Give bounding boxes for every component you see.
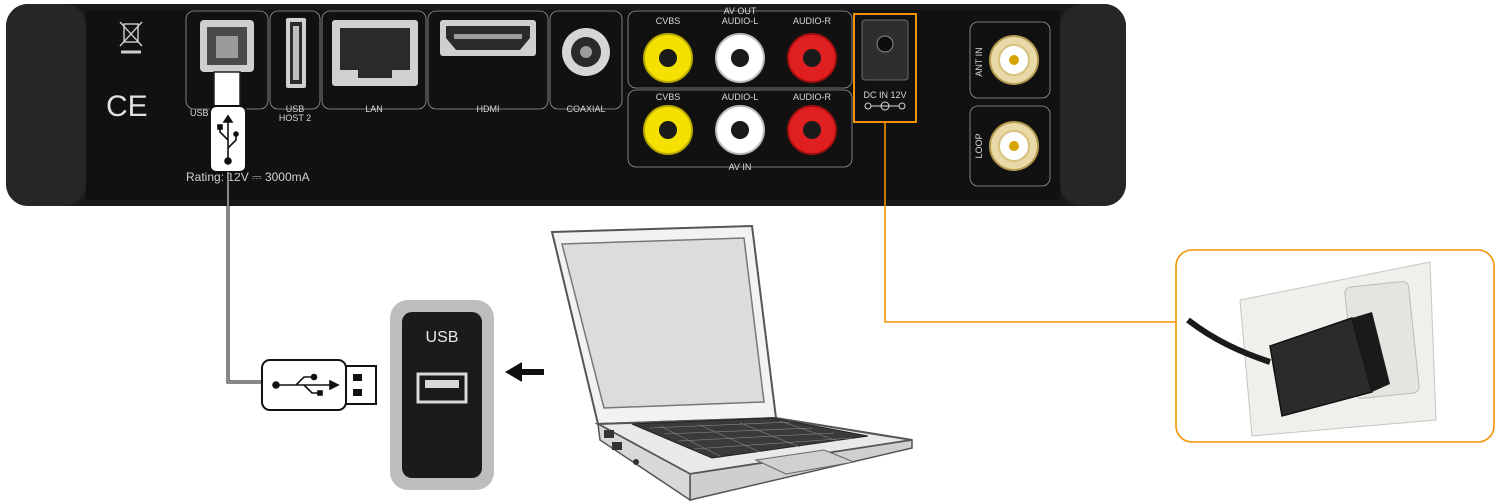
- hdmi-label: HDMI: [477, 104, 500, 114]
- av-out-jack-label-1: CVBS: [656, 16, 681, 26]
- weee-bin-icon: [119, 21, 143, 54]
- coaxial-label: COAXIAL: [566, 104, 605, 114]
- laptop-usb-label: USB: [426, 329, 459, 346]
- av-out-label: AV OUT: [724, 6, 757, 16]
- usb-host-port: [286, 18, 306, 88]
- usb-symbol-icon-2: [272, 373, 340, 396]
- av-out-jack-label-3: AUDIO-R: [793, 16, 832, 26]
- lan-label: LAN: [365, 104, 383, 114]
- lan-port: [332, 20, 418, 86]
- usb-symbol-icon: [217, 114, 239, 165]
- av-out-jacks: [643, 33, 837, 83]
- hdmi-port: [440, 20, 536, 56]
- av-out-jack-label-2: AUDIO-L: [722, 16, 759, 26]
- rating-text: Rating: 12V ⎓ 3000mA: [186, 170, 310, 184]
- av-in-jacks: [643, 105, 837, 155]
- av-in-jack-label-1: CVBS: [656, 92, 681, 102]
- laptop-illustration: [550, 224, 913, 502]
- loop-label: LOOP: [974, 133, 984, 158]
- dc-in-label: DC IN 12V: [863, 90, 906, 100]
- av-in-label: AV IN: [729, 162, 752, 172]
- usb-host-label-2: HOST 2: [279, 113, 311, 123]
- power-adapter-inset: [1175, 249, 1495, 443]
- laptop-usb-port-closeup: [390, 300, 494, 490]
- loop-port: [989, 121, 1039, 171]
- left-arrow-icon: [505, 362, 544, 382]
- ce-mark: CE: [106, 90, 148, 123]
- ant-in-port: [989, 35, 1039, 85]
- polarity-icon: [864, 101, 906, 111]
- av-in-jack-label-3: AUDIO-R: [793, 92, 832, 102]
- ant-in-label: ANT IN: [974, 47, 984, 76]
- coaxial-port: [562, 28, 610, 76]
- usb-host-label-1: USB: [286, 104, 305, 114]
- av-in-jack-label-2: AUDIO-L: [722, 92, 759, 102]
- power-callout-line: [884, 122, 1178, 323]
- usb-device-port: [200, 20, 254, 72]
